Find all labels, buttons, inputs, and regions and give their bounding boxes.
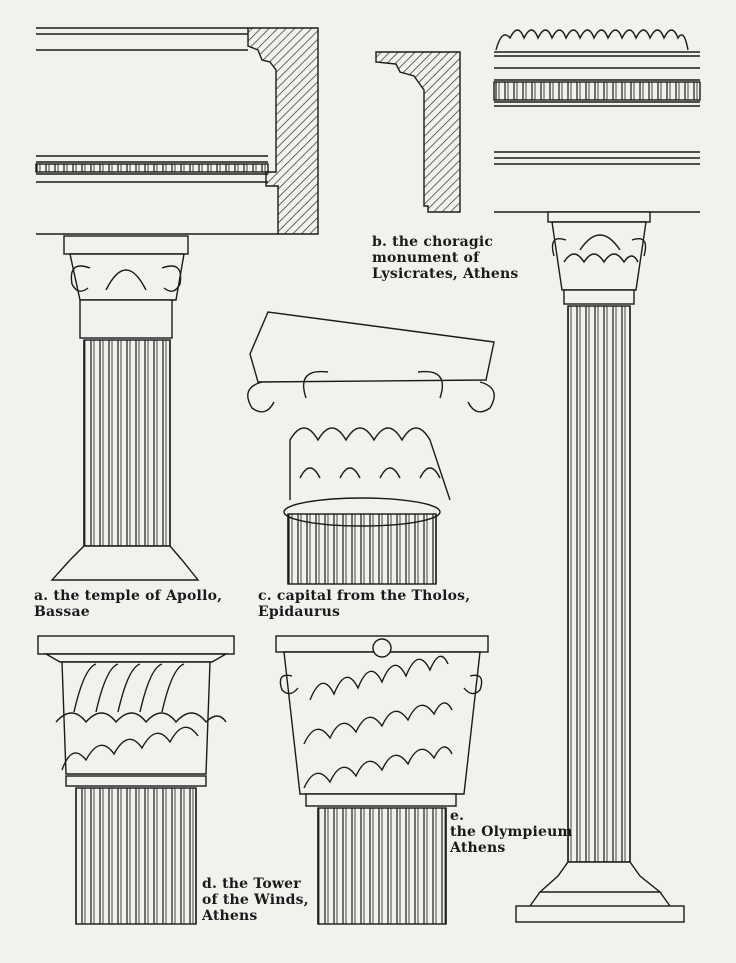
- caption-e: e. the Olympieum Athens: [450, 808, 573, 856]
- caption-b-line2: monument of: [372, 250, 480, 266]
- profile-section-b: [375, 51, 461, 213]
- caption-b-line3: Lysicrates, Athens: [372, 266, 519, 282]
- caption-a: a. the temple of Apollo, Bassae: [34, 588, 222, 620]
- caption-d-line1: d. the Tower: [202, 876, 301, 892]
- column-d-tower-of-winds: [37, 635, 235, 925]
- column-c-epidaurus: [247, 311, 495, 585]
- column-olympieum-capital: [275, 635, 489, 925]
- caption-c: c. capital from the Tholos, Epidaurus: [258, 588, 470, 620]
- caption-b: b. the choragic monument of Lysicrates, …: [372, 234, 519, 282]
- caption-d: d. the Tower of the Winds, Athens: [202, 876, 309, 924]
- caption-d-line3: Athens: [202, 908, 258, 924]
- column-b-lysicrates: [515, 211, 685, 923]
- profile-section-a: [247, 27, 319, 235]
- caption-c-line2: Epidaurus: [258, 604, 341, 620]
- caption-e-line2: the Olympieum: [450, 824, 573, 840]
- entablature-a: [35, 27, 278, 235]
- caption-a-line1: a. the temple of Apollo,: [34, 588, 223, 604]
- caption-a-line2: Bassae: [34, 604, 90, 620]
- entablature-e: [493, 29, 701, 213]
- caption-e-line1: e.: [450, 808, 465, 824]
- caption-e-line3: Athens: [450, 840, 506, 856]
- caption-b-line1: b. the choragic: [372, 234, 494, 250]
- caption-c-line1: c. capital from the Tholos,: [258, 588, 471, 604]
- caption-d-line2: of the Winds,: [202, 892, 309, 908]
- column-a-bassae: [50, 235, 200, 581]
